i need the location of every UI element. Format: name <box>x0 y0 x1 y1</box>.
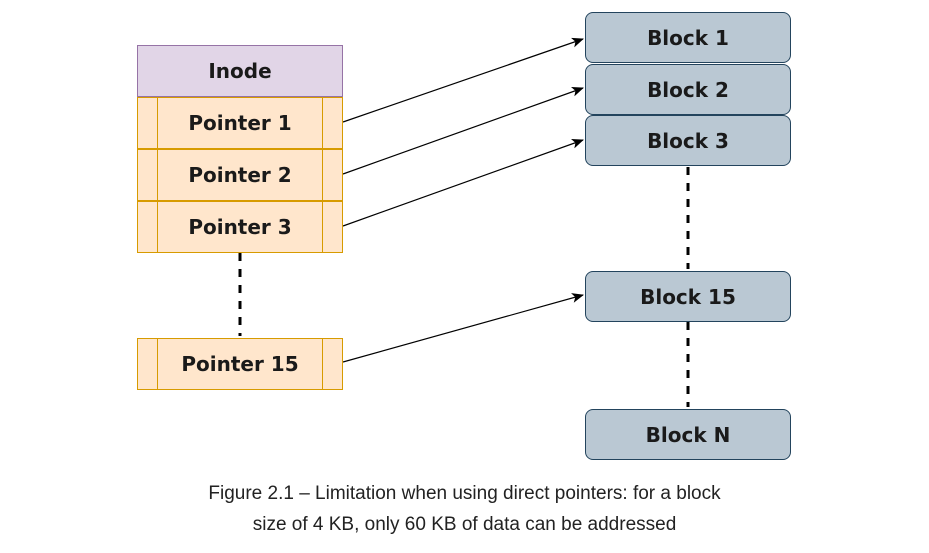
arrow-pointer-3-to-block-3 <box>342 139 584 227</box>
pointer-15: Pointer 15 <box>137 338 343 390</box>
arrow-pointer-2-to-block-2 <box>342 87 584 175</box>
block-label: Block 15 <box>640 284 736 309</box>
block-3: Block 3 <box>585 115 791 166</box>
block-15: Block 15 <box>585 271 791 322</box>
inode-label: Inode <box>208 59 272 83</box>
caption-line-1: Figure 2.1 – Limitation when using direc… <box>208 483 721 504</box>
pointer-label: Pointer 2 <box>188 163 292 187</box>
arrow-pointer-15-to-block-15 <box>342 293 584 363</box>
caption-line-2: size of 4 KB, only 60 KB of data can be … <box>252 514 677 535</box>
pointer-1: Pointer 1 <box>137 97 343 149</box>
block-n: Block N <box>585 409 791 460</box>
block-label: Block 3 <box>647 128 729 153</box>
block-1: Block 1 <box>585 12 791 63</box>
inode-header: Inode <box>137 45 343 97</box>
pointer-3: Pointer 3 <box>137 201 343 253</box>
arrow-pointer-1-to-block-1 <box>342 37 584 123</box>
block-2: Block 2 <box>585 64 791 115</box>
block-label: Block 1 <box>647 25 729 50</box>
pointer-label: Pointer 1 <box>188 111 292 135</box>
block-label: Block 2 <box>647 77 729 102</box>
pointer-label: Pointer 3 <box>188 215 292 239</box>
pointer-2: Pointer 2 <box>137 149 343 201</box>
pointer-label: Pointer 15 <box>181 352 299 376</box>
block-label: Block N <box>645 422 731 447</box>
figure-caption: Figure 2.1 – Limitation when using direc… <box>0 478 929 540</box>
